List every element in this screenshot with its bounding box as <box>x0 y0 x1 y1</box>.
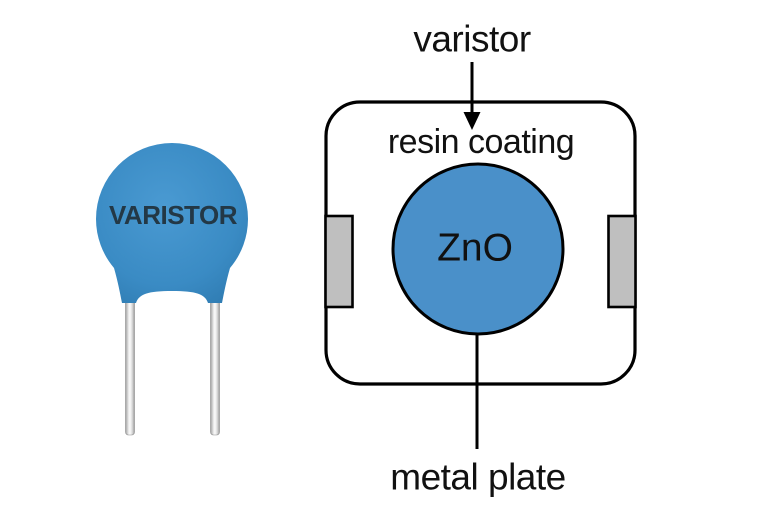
pointer-arrowhead <box>463 112 481 130</box>
resin-coating-label: resin coating <box>387 123 575 161</box>
disc-label: VARISTOR <box>109 200 237 230</box>
varistor-lead-left <box>125 297 135 436</box>
metal-plate-label: metal plate <box>390 456 566 498</box>
pointer-label: varistor <box>413 18 531 60</box>
varistor-disc <box>96 143 248 303</box>
varistor-lead-right <box>210 297 220 436</box>
zno-label: ZnO <box>437 226 513 270</box>
zno-disc <box>391 162 565 336</box>
electrode-right <box>607 214 637 309</box>
electrode-left <box>324 214 354 309</box>
